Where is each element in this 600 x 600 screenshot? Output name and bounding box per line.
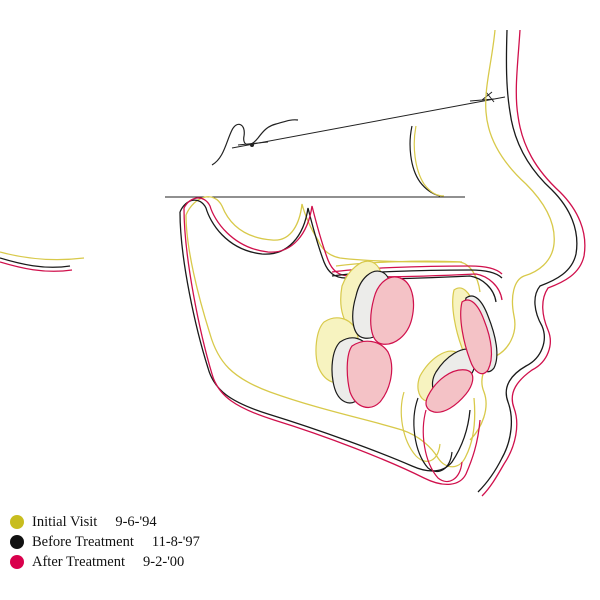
legend-date: 9-2-'00 — [143, 553, 185, 570]
symphysis-outline-before — [413, 397, 453, 473]
mandible-outline-before — [179, 199, 497, 472]
legend-item-after-treatment: After Treatment 9-2-'00 — [10, 552, 200, 572]
occipital-outline-initial — [0, 251, 85, 261]
legend-label: After Treatment — [32, 553, 126, 570]
legend-swatch-initial — [10, 515, 24, 529]
legend-swatch-after — [10, 555, 24, 569]
legend: Initial Visit 9-6-'94 Before Treatment 1… — [10, 512, 200, 572]
legend-label: Before Treatment — [32, 533, 134, 550]
mandible-outline-after — [183, 197, 503, 485]
upper-incisor-after — [460, 299, 493, 375]
legend-item-before-treatment: Before Treatment 11-8-'97 — [10, 532, 200, 552]
upper-molar-after — [370, 276, 415, 345]
sella-tick — [237, 141, 269, 146]
palatal-plane-initial — [335, 260, 463, 267]
nasion-marker — [469, 91, 495, 103]
sella-turcica-outline — [211, 119, 299, 166]
sella-nasion-line — [231, 96, 506, 149]
soft-tissue-profile-after — [481, 29, 586, 497]
legend-date: 9-6-'94 — [115, 513, 157, 530]
legend-label: Initial Visit — [32, 513, 98, 530]
legend-swatch-before — [10, 535, 24, 549]
legend-date: 11-8-'97 — [151, 533, 200, 550]
symphysis-outline-after — [422, 409, 463, 483]
symphysis-outline-initial — [400, 391, 441, 462]
occipital-outline-before — [0, 257, 71, 268]
occipital-outline-after — [0, 261, 73, 272]
lower-incisor-after — [425, 369, 474, 413]
legend-item-initial-visit: Initial Visit 9-6-'94 — [10, 512, 200, 532]
orbit-outline-initial — [413, 125, 445, 197]
lower-molar-after — [346, 340, 393, 409]
soft-tissue-profile-before — [477, 29, 578, 493]
soft-tissue-profile-initial — [469, 29, 555, 441]
